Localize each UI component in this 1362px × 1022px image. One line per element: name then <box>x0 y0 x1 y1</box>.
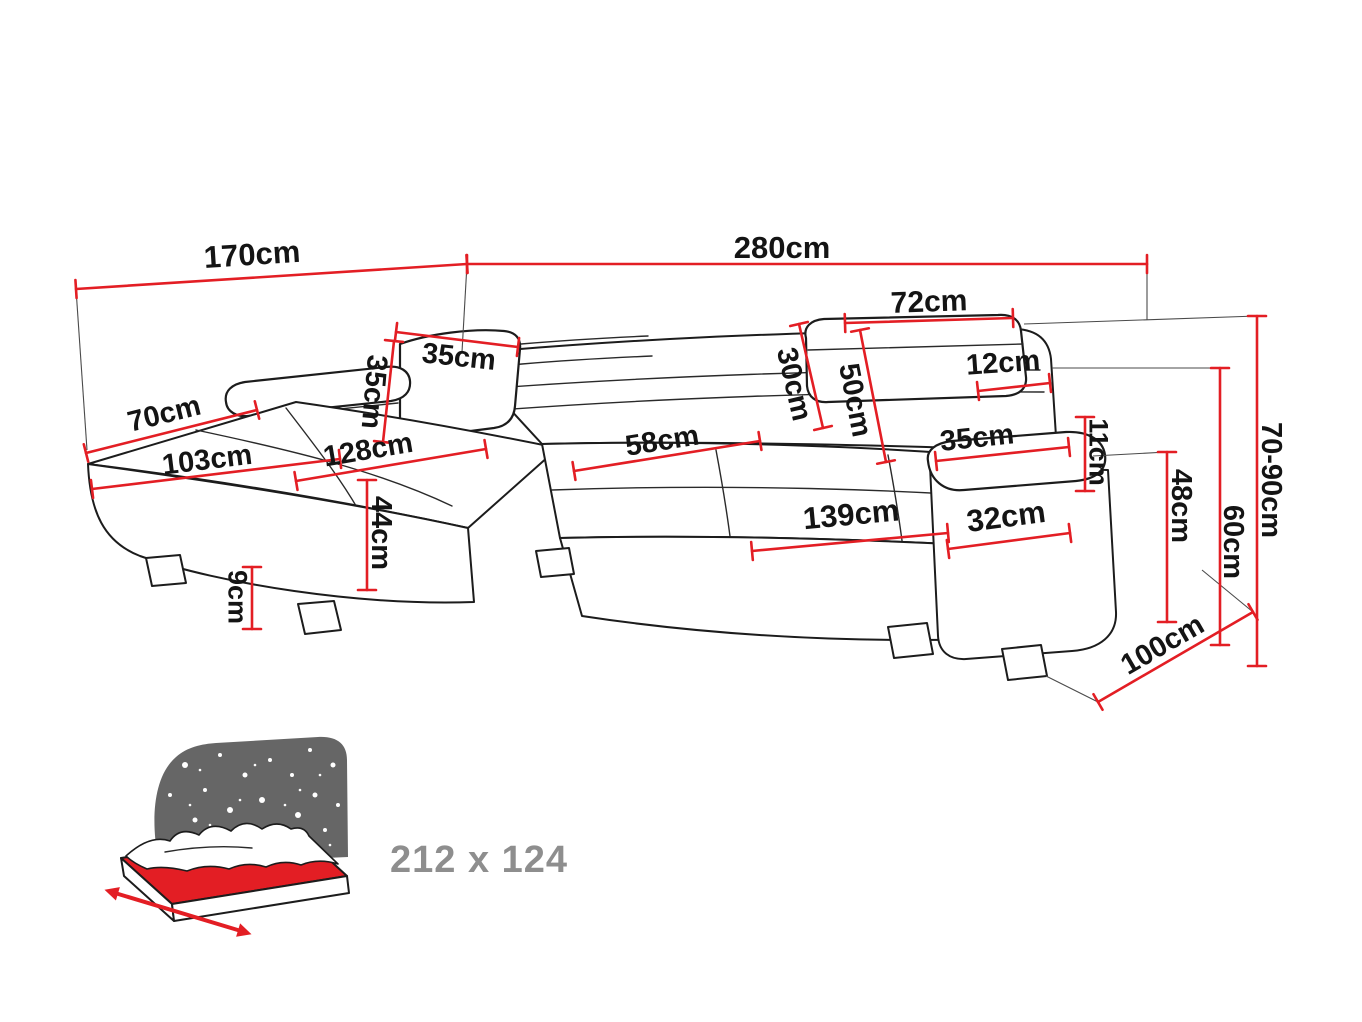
leg-5 <box>1001 644 1048 681</box>
leg-3 <box>535 547 575 578</box>
dim-line-cushion_height <box>372 338 405 445</box>
sofa-drawing <box>87 313 1118 681</box>
dim-label-seat_height: 48cm <box>1165 469 1197 543</box>
dim-label-total_height: 70-90cm <box>1255 422 1287 538</box>
extension-depth-back <box>1201 569 1254 613</box>
extension-headrest-top <box>1023 315 1258 325</box>
dim-line-armrest_above_seat <box>1074 415 1096 493</box>
dim-line-chaise_seat_width <box>89 448 343 500</box>
dim-line-armrest_height <box>1209 366 1231 647</box>
dim-line-armrest_top_width <box>933 436 1072 472</box>
extension-depth-front <box>1045 675 1099 703</box>
dim-line-chaise_length <box>293 438 489 492</box>
right-armrest-body <box>929 465 1118 661</box>
leg-4 <box>887 622 934 659</box>
dim-line-seat_front_height <box>356 478 378 592</box>
dim-line-total_height <box>1246 314 1268 668</box>
dim-line-headrest_width <box>843 307 1015 334</box>
extension-corner <box>461 263 468 353</box>
dim-label-armrest_height: 60cm <box>1217 505 1249 579</box>
dim-line-seat_depth <box>571 430 763 482</box>
dim-label-leg_height: 9cm <box>223 570 253 624</box>
dim-line-cushion_width <box>393 321 521 358</box>
dim-line-backrest_height <box>849 326 897 466</box>
dim-label-cushion_width: 35cm <box>420 337 497 377</box>
dim-line-leg_height <box>241 565 263 631</box>
seat-seam-2 <box>887 454 904 549</box>
dim-label-cushion_height: 35cm <box>355 354 393 431</box>
dim-line-chaise_end_width <box>82 399 261 464</box>
sleeping-function-icon: 212 x 124 <box>104 736 568 937</box>
chaise-front-face <box>87 463 475 604</box>
extension-lines <box>75 263 1258 703</box>
dim-line-back_width_right <box>465 253 1149 275</box>
sleeping-area-label: 212 x 124 <box>390 839 568 881</box>
dim-label-headrest_width: 72cm <box>890 284 968 320</box>
extension-left-tip <box>75 288 88 451</box>
seat-seam-1 <box>715 449 732 545</box>
dim-line-armrest_inner_width <box>945 522 1073 560</box>
dim-label-armrest_top_width: 35cm <box>939 418 1016 458</box>
leg-1 <box>145 554 187 587</box>
extension-armrest-top <box>1092 451 1168 457</box>
dim-label-chaise_end_width: 70cm <box>124 390 204 439</box>
right-headrest-fold-line <box>807 343 1024 351</box>
dim-line-headrest_depth <box>975 372 1053 402</box>
dim-line-seat_width <box>749 522 951 562</box>
mattress-front-face <box>171 875 350 922</box>
dim-label-seat_front_height: 44cm <box>365 496 397 570</box>
leg-2 <box>297 600 342 635</box>
chaise-armrest-pad <box>224 365 412 418</box>
width-arrow <box>104 887 252 937</box>
dim-line-seat_height <box>1156 450 1178 624</box>
dim-label-back_width_right: 280cm <box>734 230 831 265</box>
duvet-crease <box>164 845 253 853</box>
dim-label-headrest_depth: 12cm <box>965 345 1041 382</box>
dim-line-total_depth <box>1092 602 1259 712</box>
dim-label-back_width_left: 170cm <box>203 234 302 275</box>
dim-line-headrest_height <box>788 320 834 432</box>
chaise-seam-1 <box>195 429 453 507</box>
dim-label-armrest_above_seat: 11cm <box>1084 418 1114 486</box>
